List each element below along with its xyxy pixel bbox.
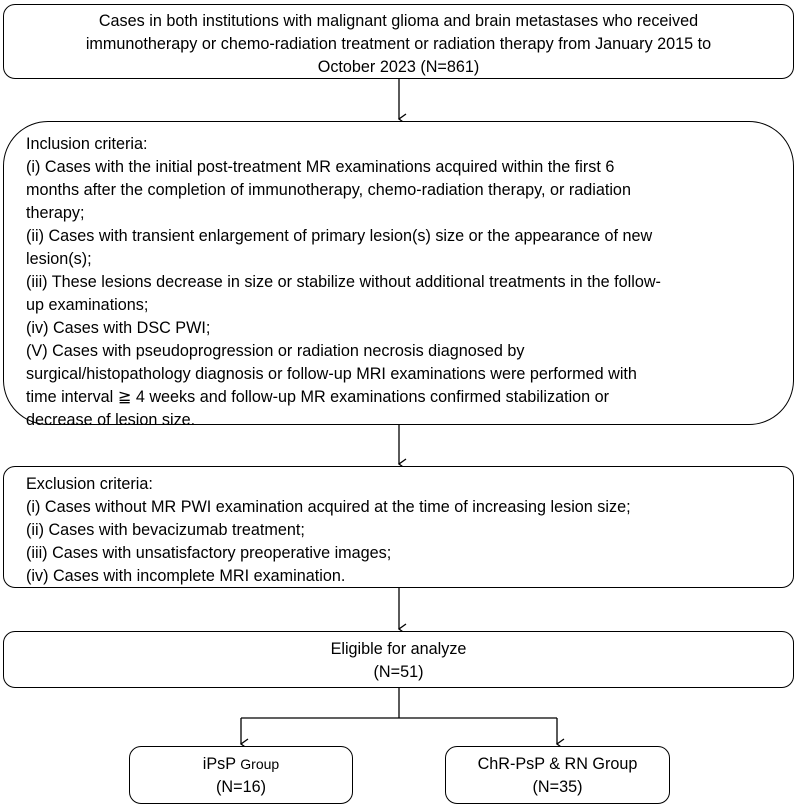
ipsp-group-label: iPsP Group (138, 753, 344, 776)
cohort-line: Cases in both institutions with malignan… (98, 12, 699, 30)
inclusion-line: decrease of lesion size. (26, 411, 196, 429)
inclusion-line: (iii) These lesions decrease in size or … (26, 273, 661, 291)
inclusion-line: surgical/histopathology diagnosis or fol… (26, 365, 637, 383)
inclusion-heading: Inclusion criteria: (26, 135, 148, 153)
ipsp-group-box: iPsP Group (N=16) (129, 746, 353, 804)
inclusion-line: lesion(s); (26, 250, 92, 268)
exclusion-criteria-box: Exclusion criteria: (i) Cases without MR… (3, 466, 794, 588)
inclusion-criteria-box: Inclusion criteria: (i) Cases with the i… (3, 121, 794, 429)
inclusion-line: (ii) Cases with transient enlargement of… (26, 227, 653, 245)
exclusion-line: (iv) Cases with incomplete MRI examinati… (26, 567, 346, 585)
inclusion-line: (iv) Cases with DSC PWI; (26, 319, 211, 337)
cohort-line: immunotherapy or chemo-radiation treatme… (85, 35, 712, 53)
inclusion-line: time interval ≧ 4 weeks and follow-up MR… (26, 388, 610, 406)
exclusion-line: (ii) Cases with bevacizumab treatment; (26, 521, 305, 539)
inclusion-line: up examinations; (26, 296, 149, 314)
chr-group-box: ChR-PsP & RN Group (N=35) (445, 746, 670, 804)
ipsp-count: (N=16) (216, 778, 266, 796)
inclusion-line: (i) Cases with the initial post-treatmen… (26, 158, 615, 176)
inclusion-line: therapy; (26, 204, 85, 222)
exclusion-line: (iii) Cases with unsatisfactory preopera… (26, 544, 392, 562)
chr-group-label: ChR-PsP & RN Group (477, 755, 638, 773)
inclusion-line: (V) Cases with pseudoprogression or radi… (26, 342, 525, 360)
chr-count: (N=35) (532, 778, 583, 796)
eligible-box: Eligible for analyze (N=51) (3, 631, 794, 688)
eligible-count: (N=51) (373, 663, 424, 681)
cohort-line: October 2023 (N=861) (317, 58, 480, 76)
exclusion-heading: Exclusion criteria: (26, 475, 153, 493)
inclusion-line: months after the completion of immunothe… (26, 181, 631, 199)
ipsp-name: iPsP (202, 755, 236, 773)
eligible-title: Eligible for analyze (330, 640, 467, 658)
cohort-box: Cases in both institutions with malignan… (3, 4, 794, 79)
exclusion-line: (i) Cases without MR PWI examination acq… (26, 498, 631, 516)
ipsp-suffix: Group (240, 756, 280, 772)
